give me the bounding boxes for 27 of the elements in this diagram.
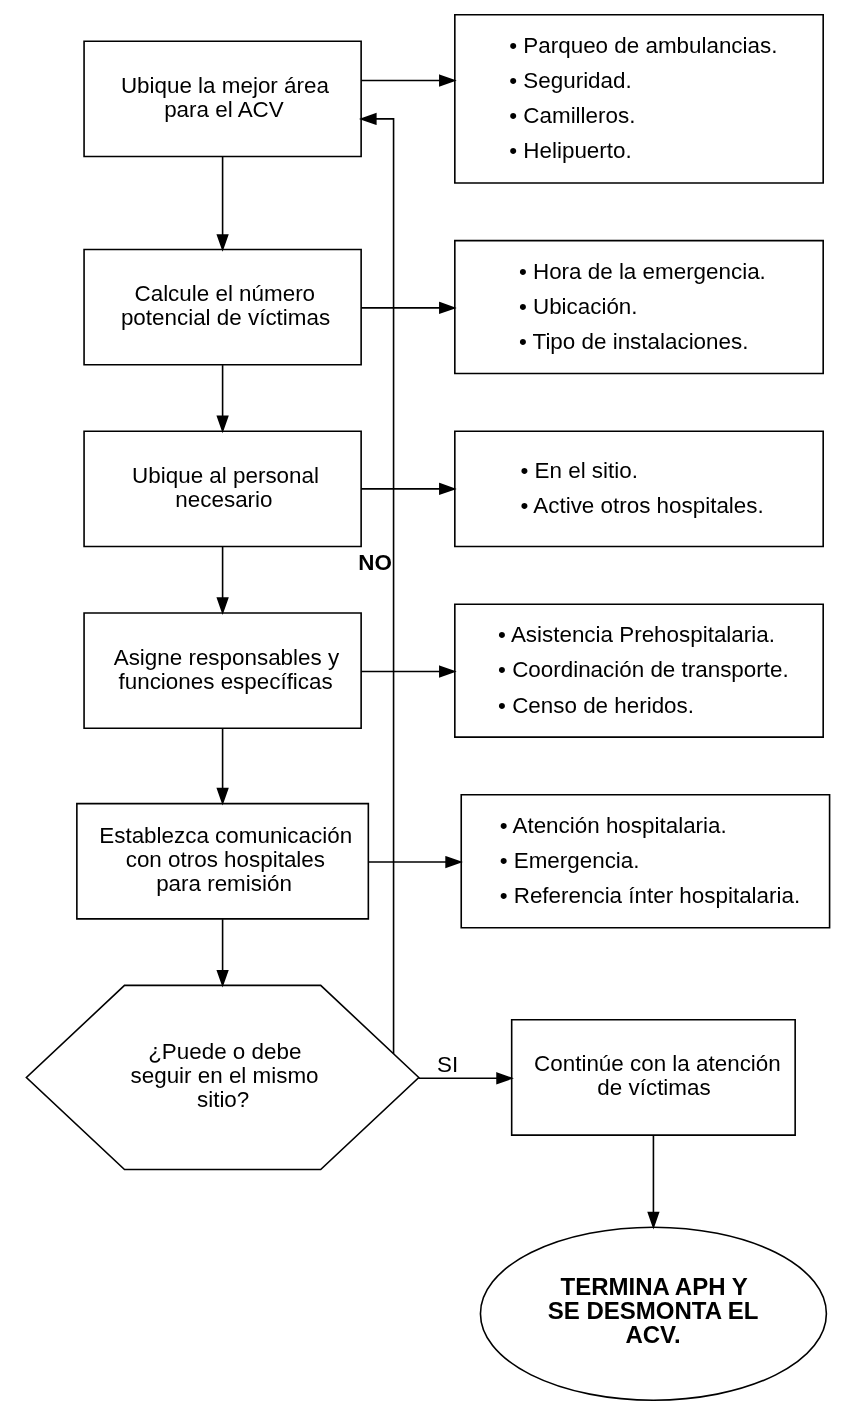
arrow (216, 918, 229, 988)
arrow (216, 156, 229, 252)
node-box: Calcule el número potencial de víctimas (83, 248, 362, 366)
arrow (360, 301, 457, 315)
node-box: • Parqueo de ambulancias. • Seguridad. • Camilleros. • Helipuerto. (454, 14, 824, 184)
arrow (359, 112, 395, 1055)
edge-label: SI (436, 1052, 459, 1078)
node-box: • Atención hospitalaria. • Emergencia. • Referencia ínter hospitalaria. (460, 794, 831, 929)
arrow (417, 1072, 514, 1085)
node-box: Establezca comunicación con otros hospitales para remisión (76, 802, 370, 920)
node-box: Ubique al personal necesario (83, 430, 362, 548)
node-box: • En el sitio. • Active otros hospitales. (454, 430, 824, 548)
arrow (647, 1134, 660, 1230)
arrow (216, 727, 229, 806)
arrow (216, 364, 229, 434)
node-ellipse: TERMINA APH Y SE DESMONTA EL ACV. (479, 1226, 828, 1401)
node-box: • Hora de la emergencia. • Ubicación. • Tipo de instalaciones. (454, 239, 824, 375)
arrow (216, 546, 229, 615)
node-box: Asigne responsables y funciones específicas (83, 612, 362, 730)
node-box: Ubique la mejor área para el ACV (83, 40, 362, 158)
arrow (367, 855, 463, 869)
arrow (360, 482, 457, 496)
node-box: Continúe con la atención de víctimas (510, 1019, 796, 1136)
edge-label: NO (358, 549, 392, 575)
node-box: • Asistencia Prehospitalaria. • Coordinación de transporte. • Censo de heridos. (454, 603, 824, 738)
arrow (360, 665, 457, 678)
arrow (360, 74, 457, 87)
